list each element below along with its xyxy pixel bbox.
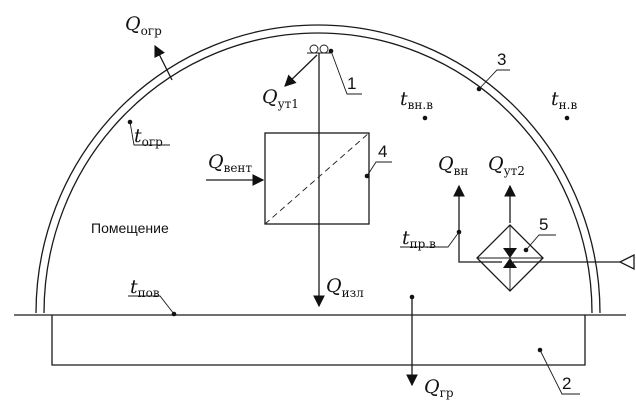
label-t-n-v: tн.в (551, 88, 577, 112)
label-t-ogr: tогр (134, 125, 163, 149)
dome-outer-arc (35, 24, 601, 314)
dome-inner-arc (43, 32, 593, 314)
callout-2-leader (539, 349, 580, 395)
q-ut1-arrow (284, 54, 318, 87)
label-q-gr: Qгр (424, 376, 454, 400)
label-q-ut1: Qут1 (262, 86, 299, 111)
t-vn-v-point (422, 115, 428, 121)
lamp-fixture (307, 44, 331, 54)
label-t-vn-v: tвн.в (400, 88, 433, 112)
ventilation-unit (264, 132, 370, 225)
label-q-ut2: Qут2 (488, 153, 525, 178)
callout-3: 3 (497, 50, 506, 69)
t-ogr-leader (129, 121, 170, 146)
label-t-pov: tпов (130, 276, 160, 300)
callout-5: 5 (539, 215, 548, 234)
label-t-pr-v: tпр.в (402, 227, 436, 251)
label-q-ogr: Qогр (125, 13, 162, 38)
label-q-vent: Qвент (208, 151, 252, 175)
callout-1: 1 (347, 74, 356, 93)
q-gr-point (409, 294, 415, 300)
callout-4-leader (366, 161, 392, 177)
callout-4: 4 (378, 142, 387, 161)
supply-air-duct (458, 190, 502, 263)
t-n-v-point (564, 115, 570, 121)
callout-5-leader (525, 234, 556, 251)
t-pov-leader (128, 295, 175, 315)
foundation-slab (51, 315, 586, 366)
label-q-izl: Qизл (326, 275, 364, 300)
callout-1-leader (330, 50, 362, 95)
t-pr-v-leader (400, 231, 460, 248)
callout-3-leader (478, 69, 510, 90)
room-label: Помещение (91, 220, 169, 236)
ventilation-unit-diagonal (264, 132, 370, 225)
callout-2: 2 (562, 374, 571, 393)
pipe-outlet-symbol (618, 253, 635, 271)
q-ogr-arrow (154, 44, 173, 81)
heater-unit (476, 224, 544, 292)
label-q-vn: Qвн (438, 153, 468, 178)
